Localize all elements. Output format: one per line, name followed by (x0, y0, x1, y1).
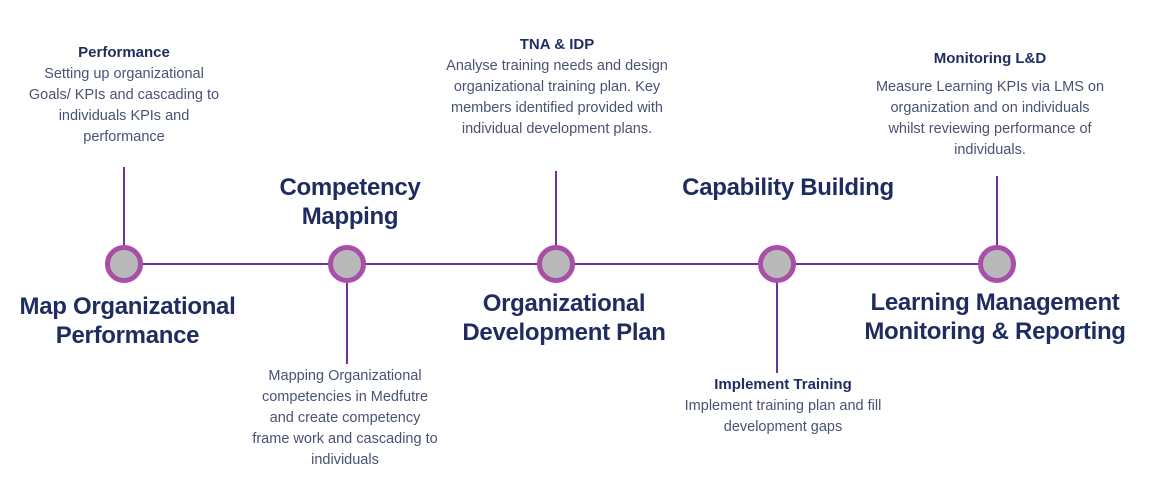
annotation-body: Analyse training needs and design organi… (446, 58, 668, 137)
stage-title-competency-mapping: Competency Mapping (279, 174, 421, 231)
annotation-monitoring-ld: Monitoring L&D Measure Learning KPIs via… (875, 48, 1105, 161)
timeline-node-2 (328, 245, 366, 283)
annotation-body: Measure Learning KPIs via LMS on organiz… (875, 79, 1105, 158)
annotation-body: Setting up organizational Goals/ KPIs an… (28, 66, 220, 145)
stage-title-map-organizational-performance: Map Organizational Performance (19, 293, 236, 350)
annotation-competency-mapping: Mapping Organizational competencies in M… (250, 366, 440, 471)
stage-title-capability-building: Capability Building (682, 174, 894, 201)
annotation-implement-training: Implement Training Implement training pl… (673, 374, 893, 438)
connector-stage-3 (555, 171, 557, 246)
connector-stage-4 (776, 282, 778, 373)
annotation-performance: Performance Setting up organizational Go… (24, 42, 224, 148)
annotation-tna-idp: TNA & IDP Analyse training needs and des… (442, 34, 672, 140)
stage-title-learning-management-monitoring-reporting: Learning Management Monitoring & Reporti… (864, 289, 1126, 346)
connector-stage-1 (123, 167, 125, 246)
timeline-node-4 (758, 245, 796, 283)
annotation-heading: Implement Training (714, 376, 852, 393)
annotation-heading: Performance (78, 44, 170, 61)
annotation-heading: TNA & IDP (519, 36, 595, 53)
annotation-body: Implement training plan and fill develop… (684, 398, 882, 435)
timeline-node-5 (978, 245, 1016, 283)
connector-stage-5 (996, 176, 998, 246)
timeline-node-1 (105, 245, 143, 283)
timeline-node-3 (537, 245, 575, 283)
annotation-heading: Monitoring L&D (933, 50, 1047, 67)
annotation-body: Mapping Organizational competencies in M… (252, 368, 438, 468)
connector-stage-2 (346, 282, 348, 364)
stage-title-organizational-development-plan: Organizational Development Plan (462, 290, 666, 347)
